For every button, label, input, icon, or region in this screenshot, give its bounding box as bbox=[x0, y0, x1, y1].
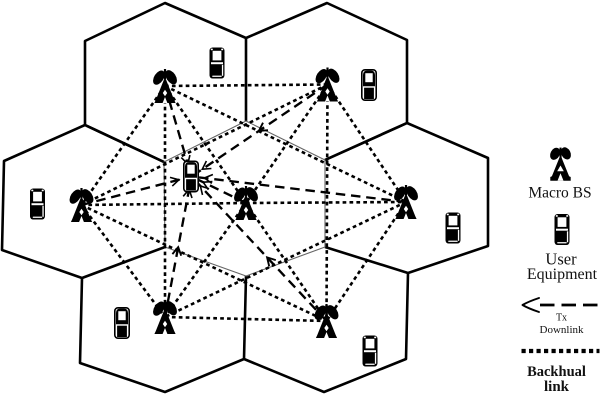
svg-text:Equipment: Equipment bbox=[527, 266, 598, 283]
svg-text:User: User bbox=[545, 250, 577, 269]
svg-text:Tx: Tx bbox=[556, 313, 567, 324]
svg-text:Downlink: Downlink bbox=[540, 324, 585, 336]
svg-text:Macro BS: Macro BS bbox=[528, 185, 591, 202]
svg-text:Backhual: Backhual bbox=[527, 364, 586, 380]
svg-text:link: link bbox=[544, 379, 570, 395]
